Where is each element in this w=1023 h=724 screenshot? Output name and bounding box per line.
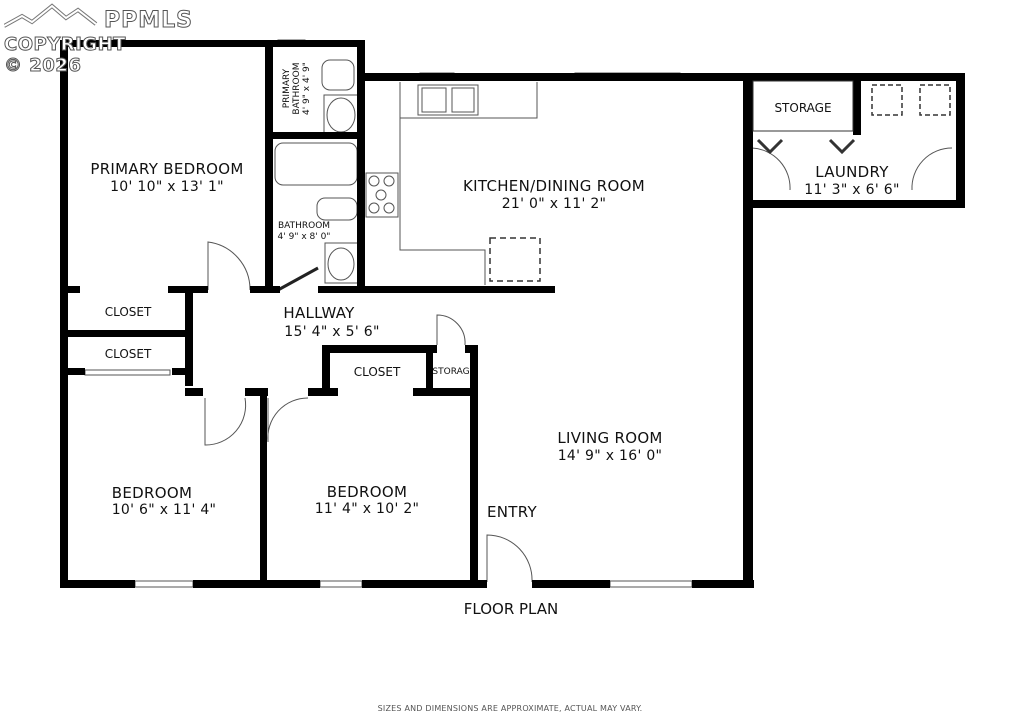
room-bathroom-dims: 4' 9" x 8' 0" (277, 232, 331, 242)
floor-plan-title: FLOOR PLAN (463, 600, 559, 618)
room-closet-2-name: CLOSET (104, 347, 152, 361)
room-primary-bathroom-name-1: PRIMARY (282, 68, 292, 109)
room-kitchen-dining-dims: 21' 0" x 11' 2" (501, 196, 607, 212)
room-closet-3-name: CLOSET (353, 365, 401, 379)
room-bedroom-1-name: BEDROOM (111, 484, 193, 502)
room-primary-bedroom-name: PRIMARY BEDROOM (90, 160, 244, 178)
room-entry-name: ENTRY (487, 503, 537, 521)
room-laundry-name: LAUNDRY (815, 163, 889, 181)
disclaimer-text: SIZES AND DIMENSIONS ARE APPROXIMATE, AC… (377, 704, 643, 713)
room-closet-1-name: CLOSET (104, 305, 152, 319)
room-bathroom-name: BATHROOM (277, 221, 331, 231)
room-living-room-dims: 14' 9" x 16' 0" (557, 448, 663, 464)
room-hallway-dims: 15' 4" x 5' 6" (284, 324, 380, 340)
room-laundry-dims: 11' 3" x 6' 6" (804, 182, 900, 198)
watermark-copyright: COPYRIGHT © 2026 (4, 34, 126, 77)
room-bedroom-2-name: BEDROOM (326, 483, 408, 501)
room-kitchen-dining-name: KITCHEN/DINING ROOM (463, 177, 645, 195)
room-living-room-name: LIVING ROOM (557, 429, 663, 447)
room-bedroom-1-dims: 10' 6" x 11' 4" (111, 502, 217, 518)
mountain-logo-icon (4, 3, 98, 28)
room-primary-bathroom-name-2: BATHROOM (292, 62, 302, 115)
room-primary-bedroom-dims: 10' 10" x 13' 1" (110, 179, 224, 195)
watermark-brand: PPMLS (103, 8, 194, 34)
room-primary-bathroom-label: PRIMARY BATHROOM 4' 9" x 4' 9" (282, 62, 312, 115)
room-storage-hall-name: STORAG (432, 367, 470, 377)
room-storage-laundry-name: STORAGE (774, 101, 832, 115)
room-bedroom-2-dims: 11' 4" x 10' 2" (314, 501, 420, 517)
room-primary-bathroom-dims: 4' 9" x 4' 9" (302, 62, 312, 115)
room-hallway-name: HALLWAY (283, 304, 355, 322)
